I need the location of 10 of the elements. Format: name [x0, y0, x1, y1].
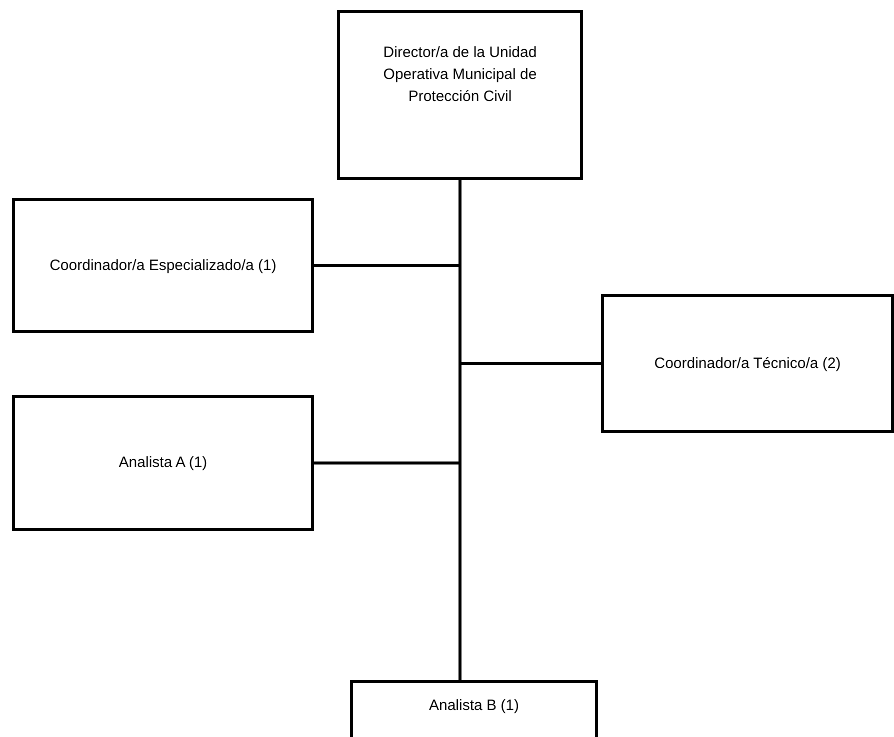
- org-box: [12, 395, 314, 531]
- org-box: [350, 680, 598, 737]
- role-title: Analista A (1): [118, 453, 208, 474]
- org-box: [12, 198, 314, 333]
- role-title: Coordinador/a Técnico/a (2): [653, 354, 842, 374]
- role-title: Analista B (1): [428, 696, 520, 716]
- role-title: Coordinador/a Especializado/a (1): [48, 256, 278, 276]
- org-box: [337, 10, 583, 180]
- org-box: [601, 294, 894, 433]
- role-title: Director/a de la Unidad Operativa Municipal de Protección Civil: [382, 43, 538, 107]
